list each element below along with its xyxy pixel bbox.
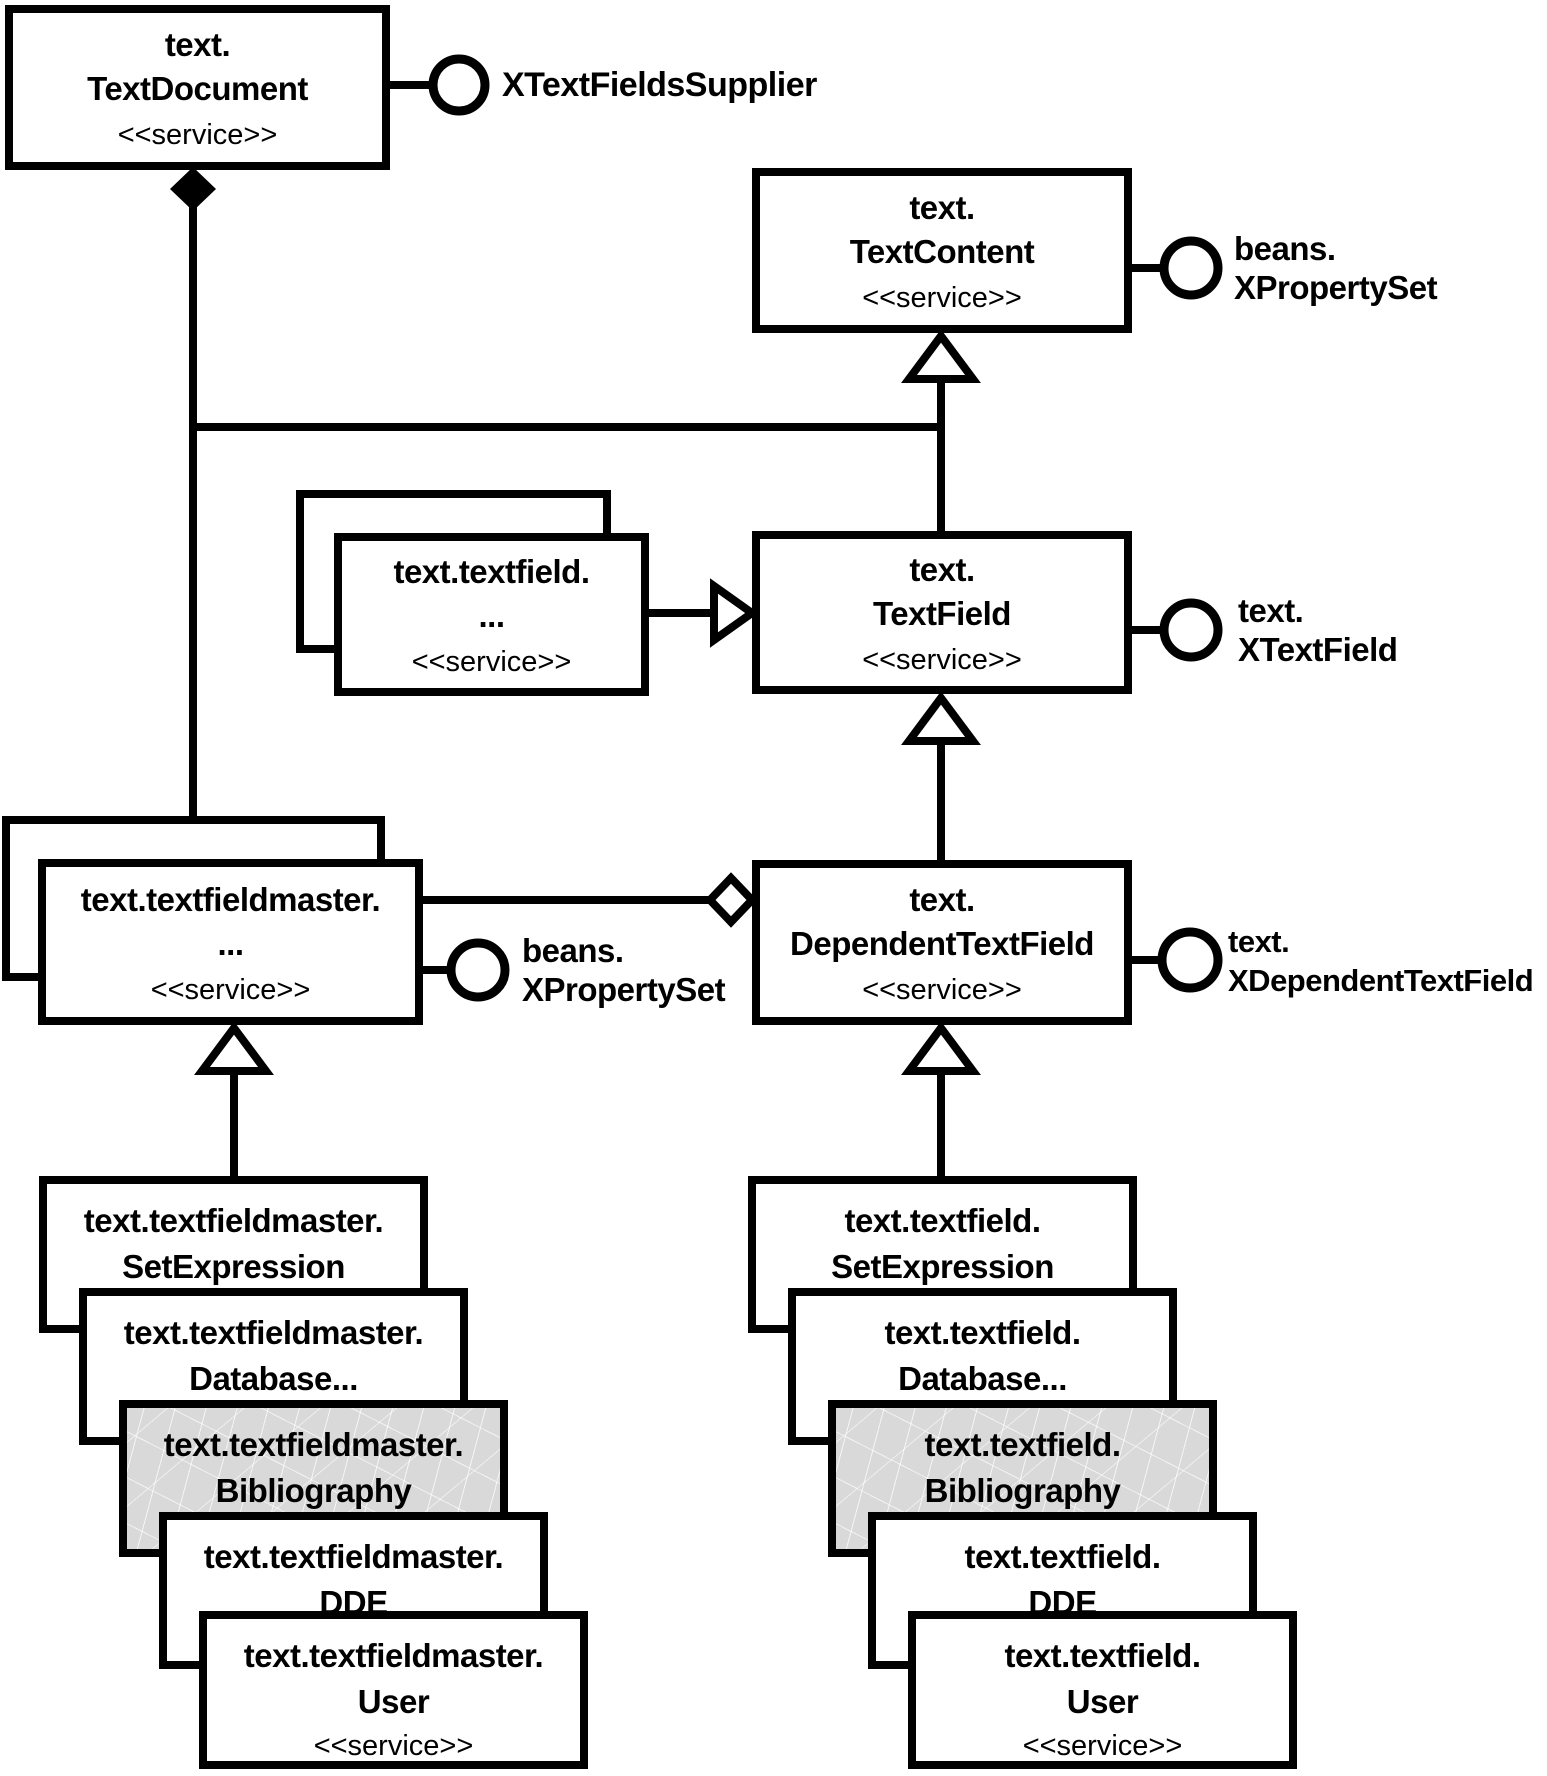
card-title-line: Database...: [898, 1360, 1067, 1397]
card-title-line: text.textfield.: [884, 1314, 1081, 1351]
box-title-line: ...: [478, 597, 505, 634]
box-title-line: ...: [217, 924, 244, 962]
card-title-line: Bibliography: [215, 1472, 412, 1509]
box-title-line: TextContent: [849, 233, 1035, 270]
card-title-line: text.textfield.: [844, 1202, 1041, 1239]
aggregation-diamond: [704, 872, 758, 928]
label-line: XPropertySet: [1234, 269, 1438, 306]
stereotype-label: <<service>>: [862, 282, 1022, 314]
stereotype-label: <<service>>: [1022, 1730, 1183, 1762]
generalization-triangle-textfield: [901, 691, 981, 745]
card-title-line: text.textfield.: [964, 1538, 1161, 1575]
label-beans-xpropertyset-top: beans. XPropertySet: [1234, 229, 1438, 307]
card-textfield-user: text.textfield. User <<service>>: [908, 1611, 1297, 1769]
stereotype-label: <<service>>: [150, 973, 311, 1006]
lollipop-circle-beans-master: [446, 938, 510, 1002]
card-title-line: text.textfield.: [924, 1426, 1121, 1463]
box-text-document: text. TextDocument <<service>>: [5, 5, 390, 170]
card-title-line: User: [1066, 1683, 1139, 1720]
box-textfield-group: text.textfield. ... <<service>>: [334, 533, 649, 696]
box-title-line: text.textfieldmaster.: [80, 880, 381, 918]
card-textfieldmaster-user: text.textfieldmaster. User <<service>>: [199, 1611, 588, 1769]
card-title-line: User: [357, 1683, 430, 1720]
label-line: text.: [1228, 924, 1290, 959]
label-text-xtextfield: text. XTextField: [1238, 591, 1398, 669]
label-line: beans.: [1234, 230, 1336, 267]
box-dependent-text-field: text. DependentTextField <<service>>: [752, 860, 1132, 1025]
label-line: text.: [1238, 592, 1304, 629]
generalization-triangle-textcontent: [901, 329, 981, 383]
generalization-triangle-textfieldmaster: [194, 1021, 274, 1075]
label-line: XPropertySet: [522, 971, 726, 1008]
lollipop-circle-xtextfield: [1159, 598, 1223, 662]
card-title-line: text.textfieldmaster.: [83, 1202, 384, 1239]
box-title-line: text.: [909, 881, 975, 918]
box-title-line: text.: [909, 551, 975, 588]
card-title-line: Database...: [189, 1360, 358, 1397]
label-text-xdependenttextfield: text. XDependentTextField: [1228, 922, 1534, 1000]
stereotype-label: <<service>>: [117, 119, 278, 151]
box-title-line: text.: [909, 189, 975, 226]
label-beans-xpropertyset-master: beans. XPropertySet: [522, 931, 726, 1009]
stereotype-label: <<service>>: [862, 974, 1022, 1006]
box-textfieldmaster-group: text.textfieldmaster. ... <<service>>: [38, 859, 423, 1025]
generalization-triangle-dependenttextfield: [901, 1021, 981, 1075]
card-title-line: text.textfieldmaster.: [203, 1538, 504, 1575]
label-line: XTextField: [1238, 631, 1398, 668]
label-line: beans.: [522, 932, 624, 969]
lollipop-circle-xdependenttextfield: [1157, 927, 1223, 993]
box-title-line: TextDocument: [87, 70, 308, 107]
lollipop-circle-beans-top: [1159, 236, 1223, 300]
label-xtextfieldssupplier: XTextFieldsSupplier: [502, 66, 817, 104]
card-title-line: text.textfield.: [1004, 1637, 1201, 1674]
stereotype-label: <<service>>: [411, 646, 572, 678]
card-title-line: text.textfieldmaster.: [243, 1637, 544, 1674]
card-title-line: SetExpression: [122, 1248, 345, 1285]
lollipop-circle-xtextfieldssupplier: [428, 54, 490, 116]
stereotype-label: <<service>>: [313, 1730, 474, 1762]
card-title-line: SetExpression: [831, 1248, 1054, 1285]
box-title-line: text.textfield.: [393, 553, 590, 590]
card-title-line: Bibliography: [924, 1472, 1121, 1509]
card-textfield-bibliography: text.textfield. Bibliography: [828, 1400, 1217, 1557]
card-textfieldmaster-database: text.textfieldmaster. Database...: [79, 1288, 468, 1445]
stereotype-label: <<service>>: [862, 644, 1022, 676]
generalization-triangle-fieldgroup: [710, 578, 759, 648]
label-line: XDependentTextField: [1228, 963, 1534, 998]
card-title-line: text.textfieldmaster.: [163, 1426, 464, 1463]
box-title-line: text.: [164, 26, 231, 63]
box-title-line: TextField: [873, 595, 1011, 632]
box-title-line: DependentTextField: [790, 925, 1094, 962]
box-text-content: text. TextContent <<service>>: [752, 168, 1132, 333]
composition-diamond: [170, 167, 216, 211]
box-text-field: text. TextField <<service>>: [752, 531, 1132, 694]
card-title-line: text.textfieldmaster.: [123, 1314, 424, 1351]
